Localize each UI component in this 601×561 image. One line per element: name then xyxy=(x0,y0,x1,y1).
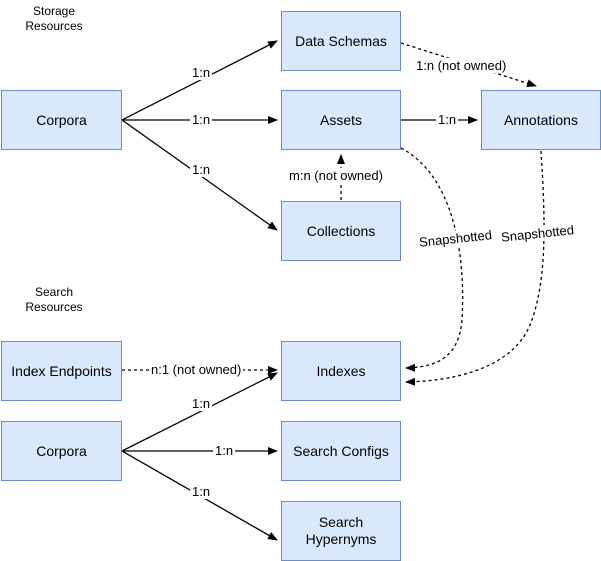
node-collections[interactable]: Collections xyxy=(281,201,401,261)
node-indexes[interactable]: Indexes xyxy=(281,341,401,401)
edge-label-corpora-assets: 1:n xyxy=(190,112,213,127)
edge-assets-indexes xyxy=(400,147,464,372)
edge-label-collections-assets: m:n (not owned) xyxy=(287,168,385,183)
section-title-search: Search Resources xyxy=(25,285,83,314)
edge-label-corpora-search-configs: 1:n xyxy=(213,443,236,458)
node-search-hypernyms[interactable]: Search Hypernyms xyxy=(281,501,401,561)
edge-label-corpora-collections: 1:n xyxy=(190,162,213,177)
node-annotations[interactable]: Annotations xyxy=(481,90,601,150)
node-search-configs[interactable]: Search Configs xyxy=(281,421,401,481)
edge-label-corpora-indexes: 1:n xyxy=(190,396,213,411)
edge-label-data-schemas-annotations: 1:n (not owned) xyxy=(414,58,509,73)
node-data-schemas[interactable]: Data Schemas xyxy=(281,11,401,71)
node-corpora-search[interactable]: Corpora xyxy=(1,421,122,481)
edge-label-corpora-data-schemas: 1:n xyxy=(190,65,213,80)
node-assets[interactable]: Assets xyxy=(281,90,401,150)
edge-label-index-endpoints-indexes: n:1 (not owned) xyxy=(149,362,244,377)
section-title-storage: Storage Resources xyxy=(25,4,83,33)
edge-corpora-data-schemas xyxy=(121,40,278,121)
edge-label-corpora-search-hypernyms: 1:n xyxy=(190,484,213,499)
edge-corpora-indexes xyxy=(121,372,278,452)
node-corpora-storage[interactable]: Corpora xyxy=(1,90,122,150)
edge-annotations-indexes xyxy=(405,150,545,386)
edge-label-assets-annotations: 1:n xyxy=(436,112,459,127)
node-index-endpoints[interactable]: Index Endpoints xyxy=(1,341,122,401)
